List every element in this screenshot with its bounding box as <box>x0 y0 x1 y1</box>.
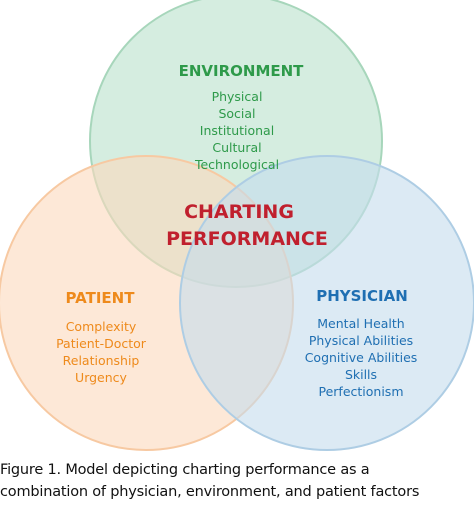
venn-diagram: ENVIRONMENT Physical Social Institutiona… <box>0 0 474 451</box>
environment-title: ENVIRONMENT <box>179 62 305 80</box>
physician-item: Mental Health <box>317 316 404 331</box>
environment-item: Social <box>218 106 255 121</box>
center-title-line2: PERFORMANCE <box>166 228 328 250</box>
patient-item: Patient-Doctor <box>56 336 147 351</box>
center-title-line1: CHARTING <box>184 201 294 223</box>
physician-circle <box>179 155 474 451</box>
physician-item: Skills <box>345 367 377 382</box>
caption-line-2: combination of physician, environment, a… <box>0 484 420 500</box>
patient-item: Complexity <box>66 319 137 334</box>
environment-item: Physical <box>212 89 263 104</box>
caption-line-1: Figure 1. Model depicting charting perfo… <box>0 462 370 478</box>
physician-item: Perfectionism <box>319 384 404 399</box>
physician-title: PHYSICIAN <box>316 287 408 305</box>
environment-item: Technological <box>194 157 279 172</box>
patient-title: PATIENT <box>66 289 136 307</box>
figure-caption: Figure 1. Model depicting charting perfo… <box>0 459 474 503</box>
patient-item: Relationship <box>63 353 140 368</box>
patient-item: Urgency <box>75 370 127 385</box>
physician-item: Physical Abilities <box>309 333 413 348</box>
physician-item: Cognitive Abilities <box>305 350 418 365</box>
environment-item: Cultural <box>212 140 261 155</box>
environment-item: Institutional <box>200 123 274 138</box>
